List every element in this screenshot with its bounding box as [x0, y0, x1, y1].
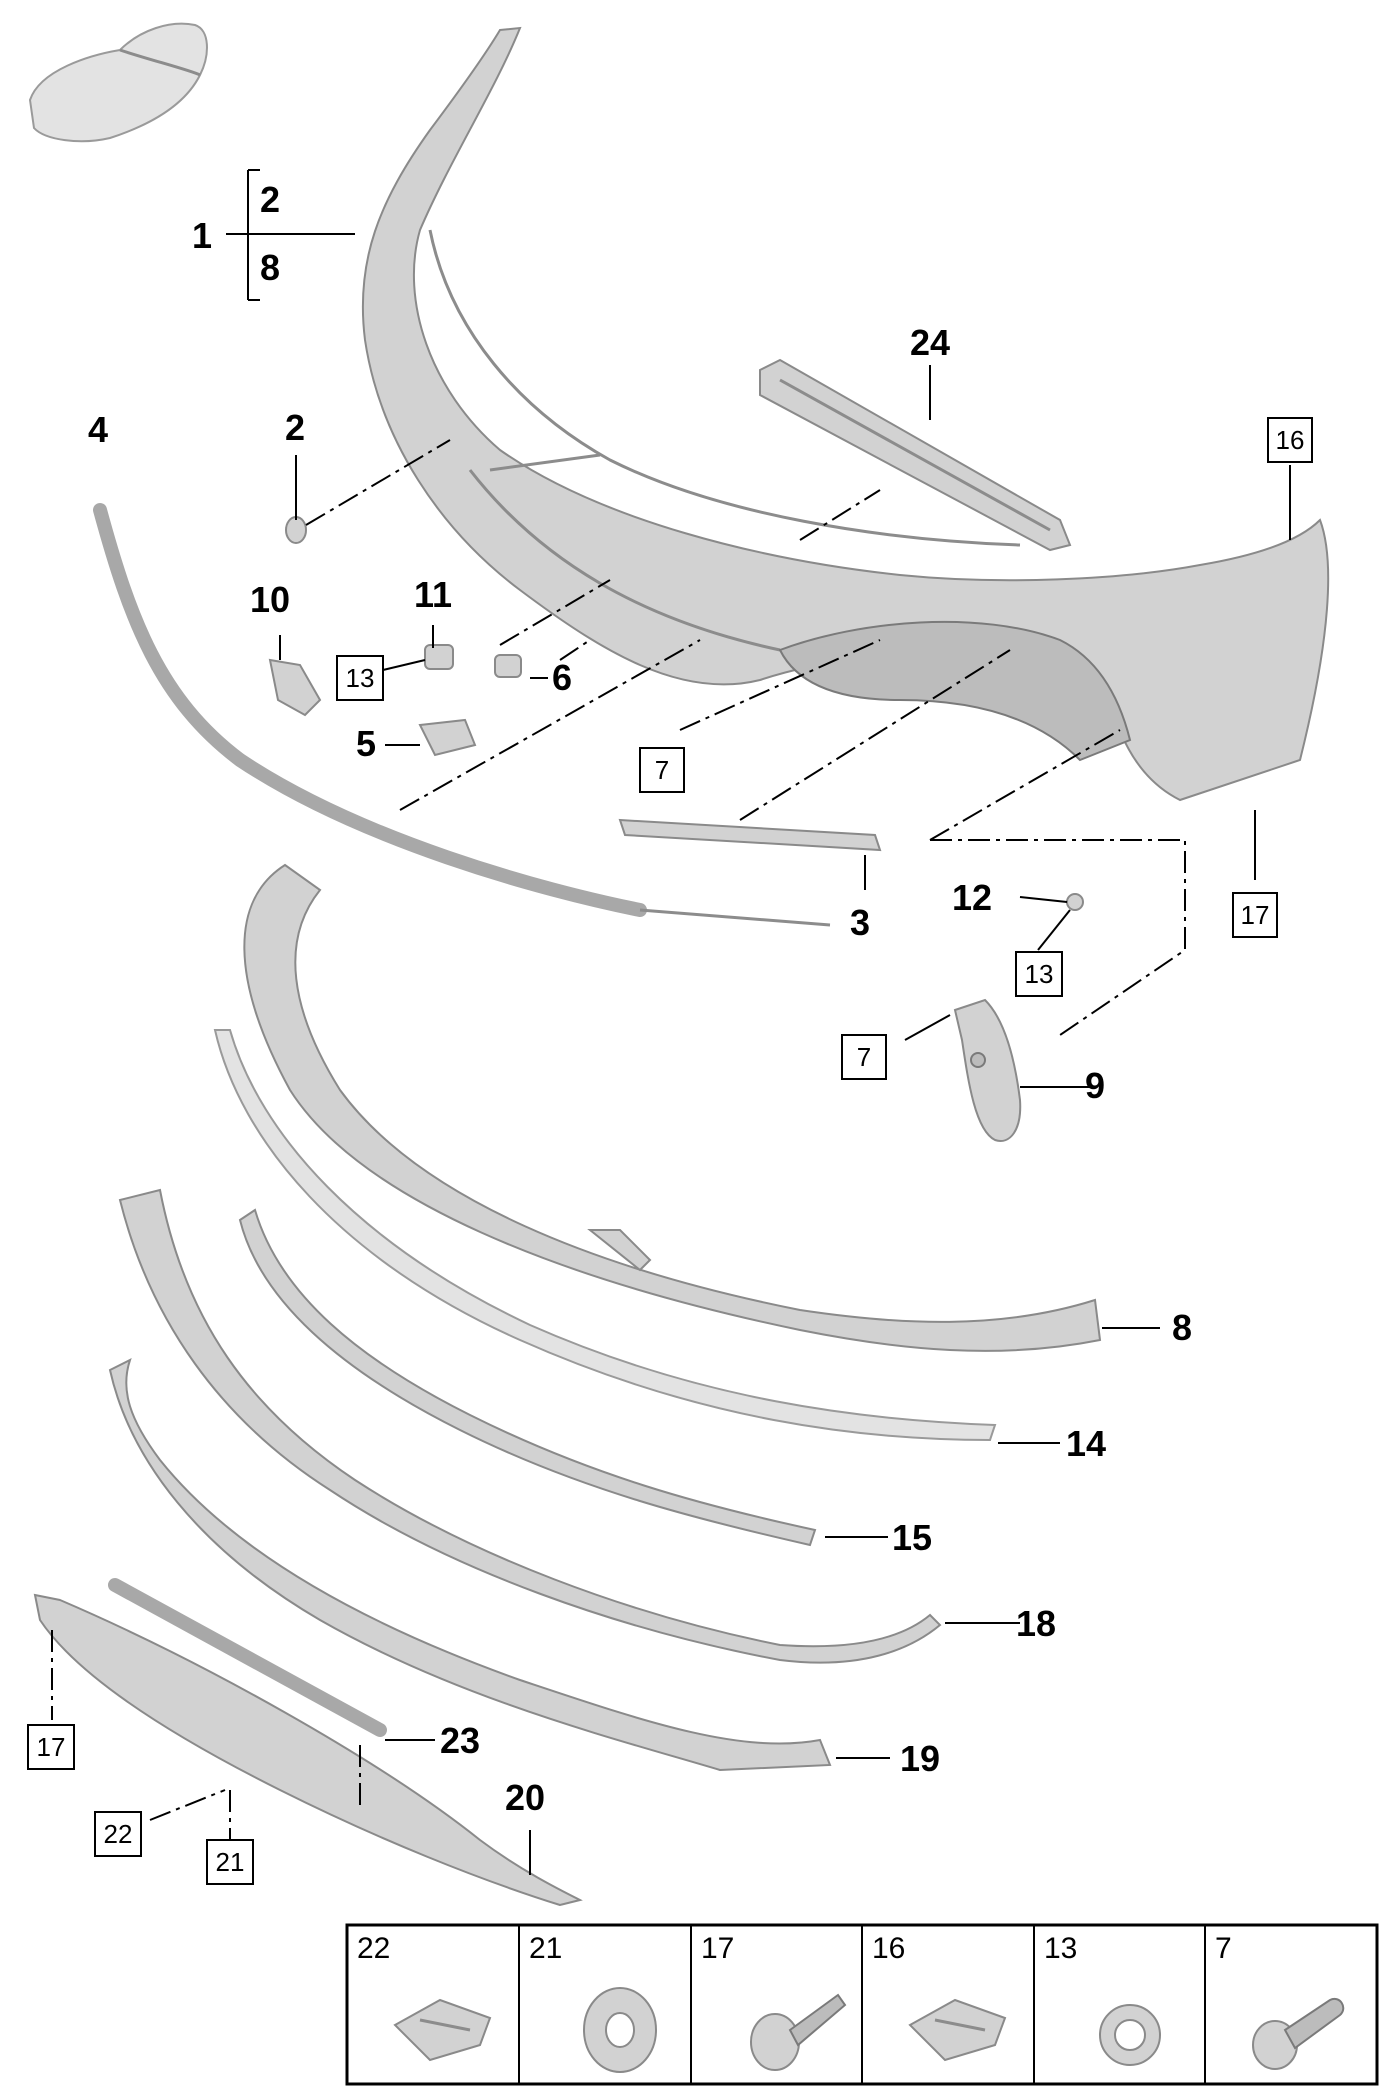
box-21-label: 21	[216, 1847, 245, 1877]
lower-grille-part-19	[108, 1358, 832, 1772]
small-part-12	[1066, 893, 1084, 911]
callout-2-top: 2	[260, 179, 280, 220]
callout-labels: 1 2 8 2 4 24 10 11 6 5 3 12 9 8 14 15 18…	[88, 179, 1192, 1818]
box-21: 21	[206, 1839, 254, 1885]
callout-2: 2	[285, 407, 305, 448]
callout-15: 15	[892, 1517, 932, 1558]
legend-cell-16: 16	[872, 1932, 1007, 2062]
box-16-label: 16	[1276, 425, 1305, 455]
legend-label-16: 16	[872, 1932, 905, 1965]
callout-23: 23	[440, 1720, 480, 1761]
leader-lines	[51, 169, 1291, 1875]
fastener-legend: 22 21 17 16	[345, 1923, 1379, 2086]
callout-9: 9	[1085, 1065, 1105, 1106]
callout-10: 10	[250, 579, 290, 620]
screw-icon	[1252, 1997, 1345, 2070]
box-7-upper-label: 7	[655, 755, 669, 785]
clip-icon	[393, 1998, 492, 2062]
callout-6: 6	[552, 657, 572, 698]
box-22: 22	[94, 1811, 142, 1857]
box-7-lower-label: 7	[857, 1042, 871, 1072]
legend-cell-21: 21	[529, 1932, 657, 2073]
callout-4: 4	[88, 409, 108, 450]
callout-8: 8	[1172, 1307, 1192, 1348]
legend-cell-13: 13	[1044, 1932, 1161, 2066]
legend-cell-17: 17	[701, 1932, 847, 2071]
callout-19: 19	[900, 1738, 940, 1779]
legend-label-22: 22	[357, 1932, 390, 1965]
box-17-right: 17	[1232, 892, 1278, 938]
lattice-part-18	[118, 1188, 942, 1664]
box-7-upper: 7	[639, 747, 685, 793]
expanding-rivet-icon	[750, 1993, 847, 2071]
box-17-left-label: 17	[37, 1732, 66, 1762]
box-13-lower: 13	[1015, 951, 1063, 997]
callout-14: 14	[1066, 1423, 1106, 1464]
callout-8-top: 8	[260, 247, 280, 288]
sensor-part-11	[424, 644, 454, 670]
legend-label-13: 13	[1044, 1932, 1077, 1965]
legend-label-17: 17	[701, 1932, 734, 1965]
vehicle-thumbnail-icon	[28, 22, 208, 143]
callout-12: 12	[952, 877, 992, 918]
box-13-upper: 13	[336, 655, 384, 701]
reinforcement-bracket	[759, 358, 1072, 552]
cover-part-9	[953, 998, 1022, 1142]
box-13-upper-label: 13	[346, 663, 375, 693]
callout-1: 1	[192, 215, 212, 256]
legend-label-21: 21	[529, 1932, 562, 1965]
underbody-panel-part-20	[33, 1593, 583, 1907]
boxed-labels: 16 13 7 17 13 7 17 22	[27, 417, 1313, 1885]
spoiler-part-8	[243, 863, 1102, 1352]
bracket-part-5	[418, 718, 477, 757]
callout-24: 24	[910, 322, 950, 363]
legend-cell-7: 7	[1215, 1932, 1345, 2070]
strip-part-14	[213, 1029, 997, 1442]
legend-label-7: 7	[1215, 1932, 1232, 1965]
callout-20: 20	[505, 1777, 545, 1818]
box-13-lower-label: 13	[1025, 959, 1054, 989]
small-plug	[285, 516, 307, 544]
rod-part-23	[108, 1578, 387, 1737]
bracket-part-10	[268, 658, 322, 717]
grille-part-15	[238, 1208, 817, 1547]
box-17-left: 17	[27, 1724, 75, 1770]
callout-3: 3	[850, 902, 870, 943]
callout-11: 11	[414, 574, 452, 615]
box-22-label: 22	[104, 1819, 133, 1849]
callout-18: 18	[1016, 1603, 1056, 1644]
nut-icon	[1099, 2004, 1161, 2066]
bumper-cover	[361, 26, 1330, 802]
legend-cell-22: 22	[357, 1932, 492, 2062]
retaining-washer-icon	[583, 1987, 657, 2073]
callout-5: 5	[356, 723, 376, 764]
grille-strip-part-3	[618, 818, 882, 852]
clip-icon	[908, 1998, 1007, 2062]
box-7-lower: 7	[841, 1034, 887, 1080]
sensor-part-6	[494, 654, 522, 678]
box-16: 16	[1267, 417, 1313, 463]
box-17-right-label: 17	[1241, 900, 1270, 930]
trim-strip	[93, 503, 831, 927]
